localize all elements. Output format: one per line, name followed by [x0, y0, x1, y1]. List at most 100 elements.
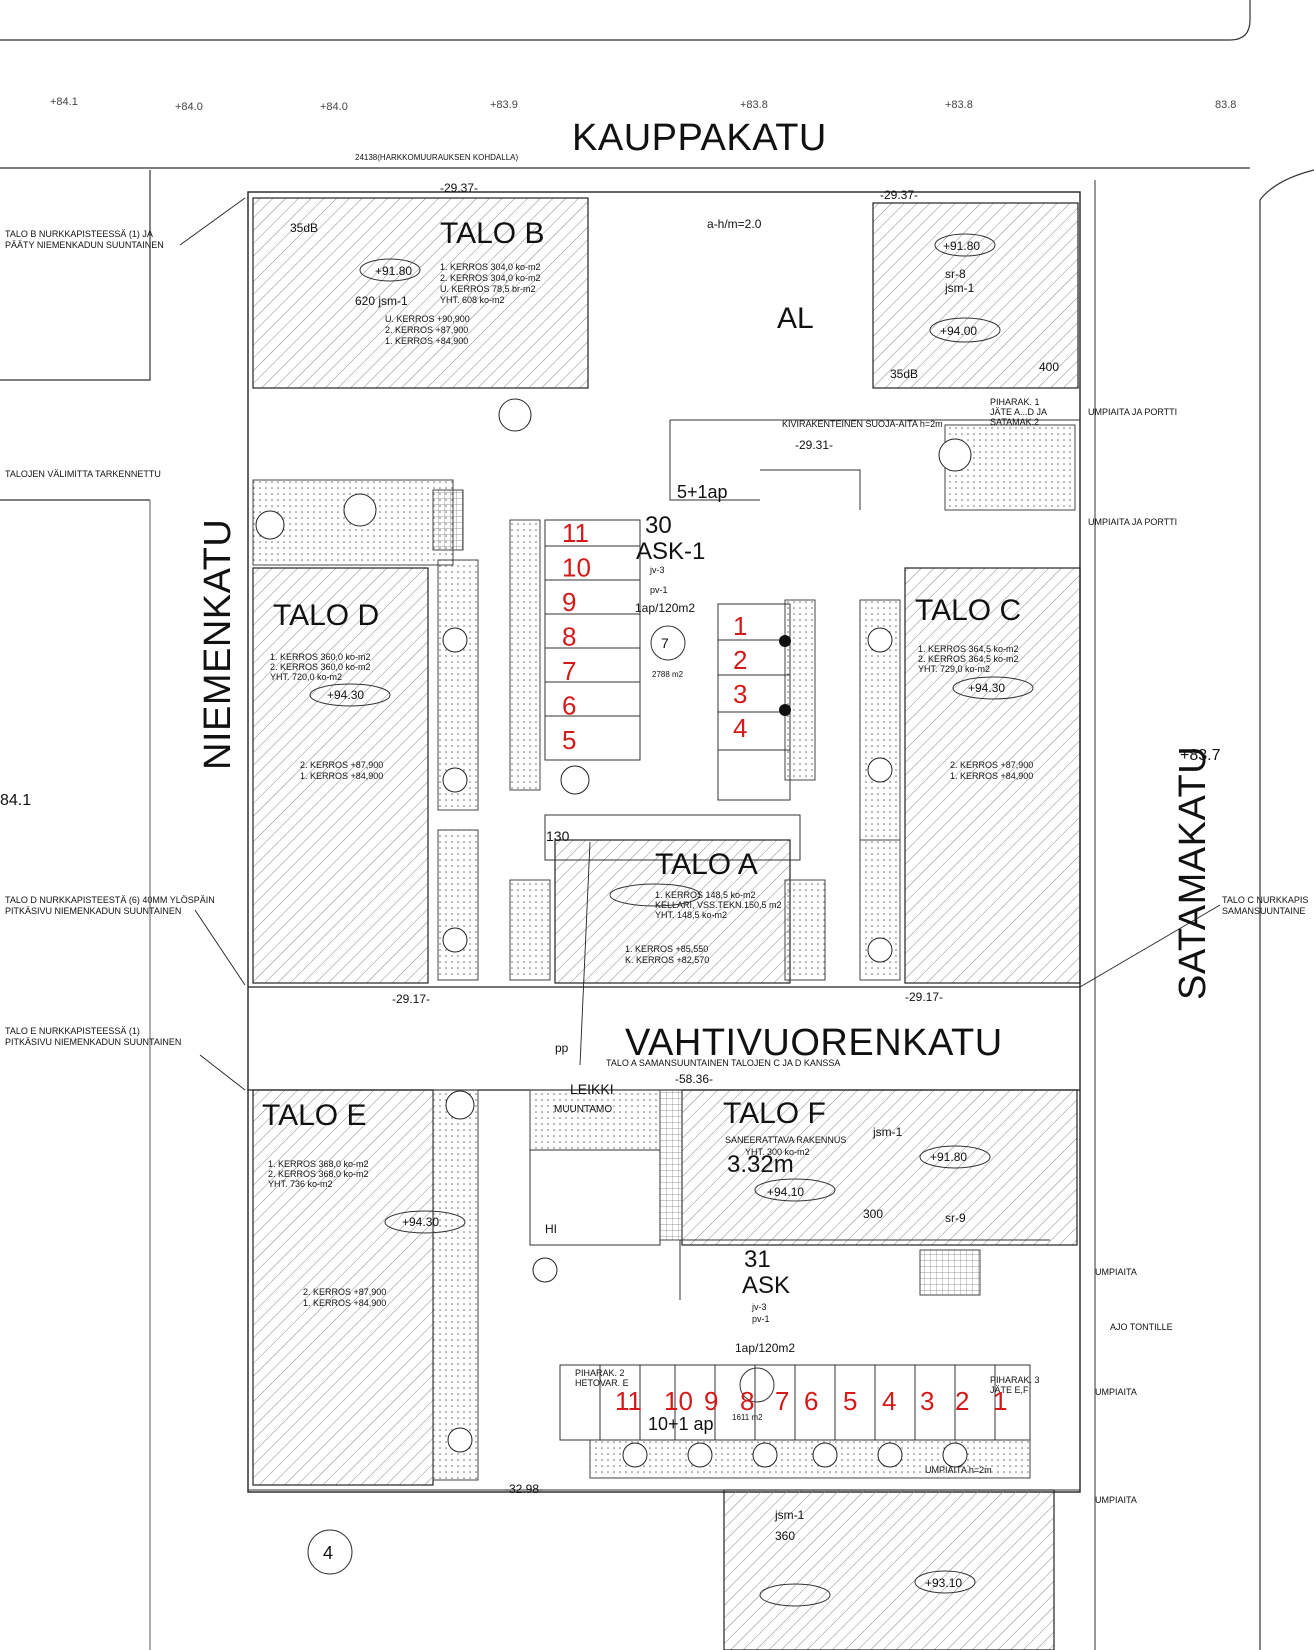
note-piharak-1-b: JÄTE A...D JA — [990, 407, 1047, 417]
note-ajo-tontille: AJO TONTILLE — [1110, 1322, 1173, 1332]
parking-number: 10 — [664, 1386, 693, 1416]
talo-b-elev: +91.80 — [375, 264, 412, 278]
note-umpiaita-portti-2: UMPIAITA JA PORTTI — [1088, 517, 1177, 527]
talo-b-kerros-3: U. KERROS 78,5 br-m2 — [440, 284, 536, 294]
elev-top-1: +84.1 — [50, 96, 78, 108]
tree-symbol — [447, 1427, 473, 1453]
parking-number: 3 — [733, 679, 747, 709]
neighbour-footprint — [723, 1489, 1055, 1650]
talo-e-k2: 2. KERROS 368,0 ko-m2 — [268, 1169, 369, 1179]
talo-e-footprint — [252, 1089, 434, 1486]
label-30: 30 — [645, 512, 672, 539]
talo-f-elev-2: +91.80 — [930, 1150, 967, 1164]
talo-a-level-k: K. KERROS +82,570 — [625, 955, 709, 965]
elev-top-7: 83.8 — [1215, 99, 1236, 111]
label-jsm-1-bottom: jsm-1 — [774, 1508, 805, 1522]
note-talo-e-2: PITKÄSIVU NIEMENKADUN SUUNTAINEN — [5, 1037, 181, 1047]
dim-29-17-b: -29.17- — [905, 990, 943, 1004]
parking-number: 4 — [733, 713, 747, 743]
note-umpiaita-portti-1: UMPIAITA JA PORTTI — [1088, 407, 1177, 417]
building-footprints — [252, 197, 1081, 1650]
parking-number: 8 — [740, 1386, 754, 1416]
talo-c-level-2: 2. KERROS +87,900 — [950, 760, 1033, 770]
dim-29-31: -29.31- — [795, 438, 833, 452]
label-4: 4 — [323, 1543, 333, 1563]
label-ap-31: 1ap/120m2 — [735, 1341, 795, 1355]
parking-number: 10 — [562, 553, 591, 583]
planting-area — [944, 424, 1076, 511]
tree-symbol — [752, 1442, 778, 1468]
talo-f-sr: sr-9 — [945, 1211, 966, 1225]
note-talo-c-2: SAMANSUUNTAINE — [1222, 906, 1305, 916]
label-muuntamo: MUUNTAMO — [554, 1104, 612, 1115]
parking-number: 3 — [920, 1386, 934, 1416]
tree-symbol — [877, 1442, 903, 1468]
note-talo-e-1: TALO E NURKKAPISTEESSÄ (1) — [5, 1026, 140, 1036]
talo-b-jsm: 620 jsm-1 — [355, 294, 408, 308]
elev-top-6: +83.8 — [945, 99, 973, 111]
label-talo-e: TALO E — [262, 1099, 366, 1132]
tree-symbol — [343, 493, 377, 527]
talo-c-k1: 1. KERROS 364,5 ko-m2 — [918, 644, 1019, 654]
label-talo-b: TALO B — [440, 217, 544, 250]
note-talo-b-2: PÄÄTY NIEMENKADUN SUUNTAINEN — [5, 240, 164, 250]
tree-symbol — [498, 398, 532, 432]
talo-a-level-1: 1. KERROS +85,550 — [625, 944, 708, 954]
tree-symbol — [687, 1442, 713, 1468]
label-pv-1-b: pv-1 — [752, 1314, 770, 1324]
talo-d-footprint — [252, 567, 429, 984]
elevation-ovals — [307, 233, 1034, 1607]
talo-c-k2: 2. KERROS 364,5 ko-m2 — [918, 654, 1019, 664]
paved-area — [659, 1089, 683, 1241]
note-talo-b-1: TALO B NURKKAPISTEESSÄ (1) JA — [5, 229, 153, 239]
note-umpiaita-3: UMPIAITA — [1095, 1495, 1137, 1505]
label-360: 360 — [775, 1529, 795, 1543]
al-400: 400 — [1039, 360, 1059, 374]
label-area-31: 1611 m2 — [732, 1413, 763, 1422]
planting-area — [509, 519, 541, 791]
street-satamakatu: SATAMAKATU — [1172, 746, 1214, 1000]
elev-84-1: 84.1 — [0, 792, 31, 809]
parking-number: 1 — [733, 611, 747, 641]
label-jv-3-b: jv-3 — [751, 1302, 767, 1312]
label-leikki: LEIKKI — [570, 1081, 614, 1097]
talo-a-kellari: KELLARI, VSS.TEKN.150,5 m2 — [655, 900, 782, 910]
talo-d-level-2: 2. KERROS +87,900 — [300, 760, 383, 770]
note-talo-c-1: TALO C NURKKAPIS — [1222, 895, 1308, 905]
label-talo-a: TALO A — [655, 848, 758, 881]
talo-f-300: 300 — [863, 1207, 883, 1221]
talo-b-yht: YHT. 608 ko-m2 — [440, 295, 505, 305]
tree-symbol — [560, 765, 590, 795]
talo-a-yht: YHT. 148,5 ko-m2 — [655, 910, 727, 920]
tree-symbol — [867, 757, 893, 783]
talo-b-footprint — [252, 197, 589, 389]
label-7: 7 — [661, 635, 669, 651]
planting-area — [784, 879, 826, 981]
note-talojen-valimitta: TALOJEN VÄLIMITTA TARKENNETTU — [5, 469, 161, 479]
label-pp: pp — [555, 1041, 569, 1055]
label-pv-1: pv-1 — [650, 585, 668, 595]
tree-symbol — [622, 1442, 648, 1468]
talo-c-elev: +94.30 — [968, 681, 1005, 695]
talo-b-db: 35dB — [290, 221, 318, 235]
tree-symbol — [255, 510, 285, 540]
talo-a-k1: 1. KERROS 148,5 ko-m2 — [655, 890, 756, 900]
label-al: AL — [777, 302, 814, 335]
talo-e-k1: 1. KERROS 368,0 ko-m2 — [268, 1159, 369, 1169]
elev-top-3: +84.0 — [320, 101, 348, 113]
dim-32-98: -32.98- — [505, 1482, 543, 1496]
tree-symbol — [445, 1090, 475, 1120]
talo-f-height: 3.32m — [727, 1151, 794, 1178]
talo-e-level-2: 2. KERROS +87,900 — [303, 1287, 386, 1297]
dim-29-17-a: -29.17- — [392, 992, 430, 1006]
parking-number: 1 — [993, 1386, 1007, 1416]
elev-83-7: +83.7 — [1180, 747, 1221, 764]
marker-dot — [779, 704, 791, 716]
note-umpiaita-h2m: UMPIAITA h=2m — [925, 1465, 992, 1475]
note-piharak-2-b: HETOVAR. E — [575, 1378, 629, 1388]
note-piharak-2-a: PIHARAK. 2 — [575, 1368, 625, 1378]
tree-symbol — [532, 1257, 558, 1283]
elev-top-4: +83.9 — [490, 99, 518, 111]
label-jv-3: jv-3 — [649, 565, 665, 575]
